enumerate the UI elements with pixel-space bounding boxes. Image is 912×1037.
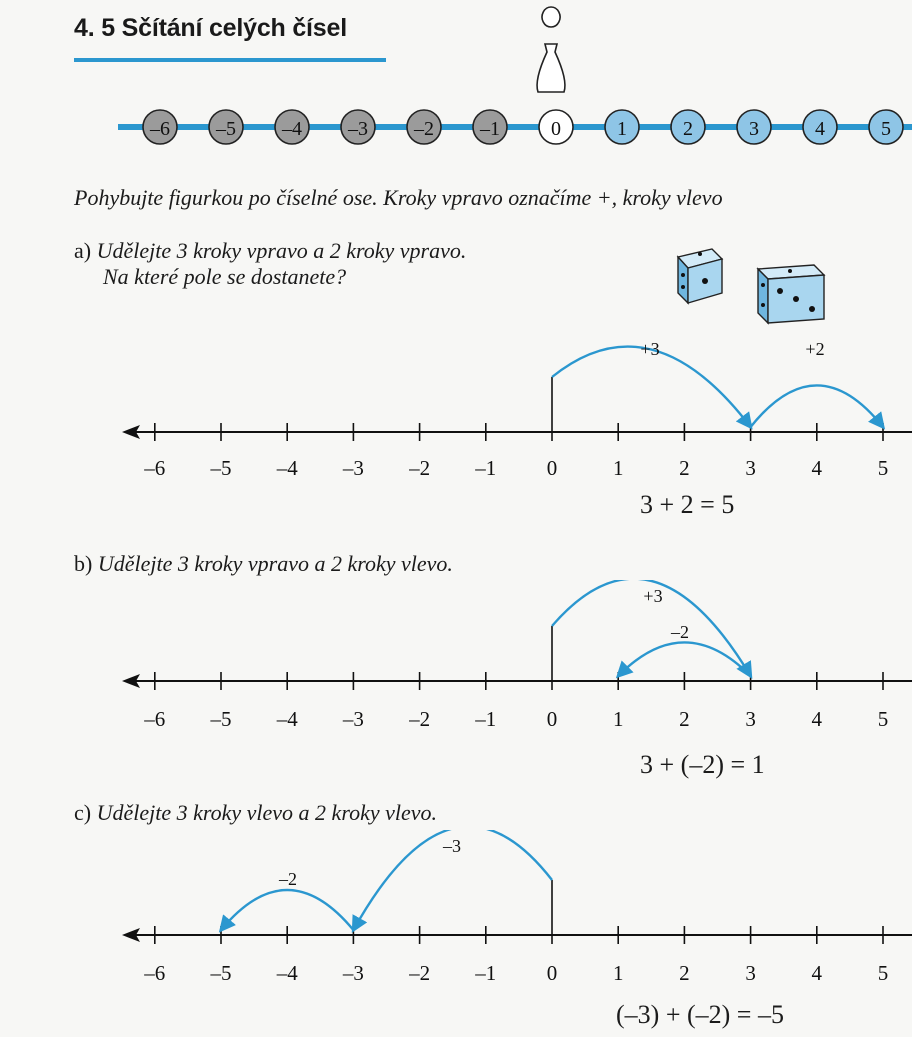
board-token-label: 0: [551, 118, 561, 140]
equation-b: 3 + (–2) = 1: [640, 750, 765, 779]
board-token-label: –3: [347, 118, 368, 140]
die-2: [756, 264, 826, 325]
task-a-line1: Udělejte 3 kroky vpravo a 2 kroky vpravo…: [96, 238, 467, 263]
board-token-label: 5: [881, 118, 891, 140]
board-token-label: –5: [215, 118, 236, 140]
jump-arrow: [551, 345, 753, 430]
axis-tick-label: 5: [878, 456, 889, 480]
axis-tick-label: 1: [613, 961, 624, 985]
pawn-icon: [536, 6, 566, 93]
task-c-text: c) Udělejte 3 kroky vlevo a 2 kroky vlev…: [74, 800, 437, 826]
axis-tick-label: 0: [547, 961, 558, 985]
board-token: –3: [340, 109, 376, 145]
board-token-label: 3: [749, 118, 759, 140]
axis-tick-label: –4: [276, 961, 299, 985]
axis-tick-label: –6: [143, 456, 165, 480]
jump-label: –2: [670, 622, 689, 642]
axis-tick-label: 3: [745, 707, 756, 731]
jump-arrow: [218, 888, 355, 933]
board-token: 1: [604, 109, 640, 145]
axis-tick-label: –1: [474, 707, 496, 731]
board-token: 2: [670, 109, 706, 145]
jump-arrow: [615, 641, 752, 679]
axis-tick-label: 2: [679, 707, 690, 731]
board-token-label: 1: [617, 118, 627, 140]
section-title: 4. 5 Sčítání celých čísel: [74, 14, 347, 42]
task-c-label: c): [74, 800, 92, 825]
intro-text: Pohybujte figurkou po číselné ose. Kroky…: [74, 185, 723, 210]
jump-arrow: [351, 830, 553, 933]
board-token-label: –6: [149, 118, 170, 140]
axis-tick-label: 2: [679, 456, 690, 480]
number-line-c: –6 –5 –4 –3 –2 –1 0 1 2 3 4 5 –3 –2: [122, 830, 912, 985]
board-token-label: –4: [281, 118, 302, 140]
dice-icon: [676, 248, 826, 325]
jump-label: +3: [640, 339, 659, 359]
axis-tick-label: 3: [745, 961, 756, 985]
board-token: 5: [868, 109, 904, 145]
equation-c: (–3) + (–2) = –5: [616, 1000, 784, 1029]
task-a-label: a): [74, 238, 92, 263]
axis-left-arrow: [122, 425, 140, 439]
task-a-line2: Na které pole se dostanete?: [103, 264, 347, 289]
axis-tick-label: 2: [679, 961, 690, 985]
axis-tick-label: 4: [812, 456, 823, 480]
axis-tick-label: 5: [878, 961, 889, 985]
axis-left-arrow: [122, 928, 140, 942]
board-token: –1: [472, 109, 508, 145]
task-b-line1: Udělejte 3 kroky vpravo a 2 kroky vlevo.: [97, 551, 453, 576]
axis-left-arrow: [122, 674, 140, 688]
equation-a: 3 + 2 = 5: [640, 490, 735, 519]
axis-tick-label: 3: [745, 456, 756, 480]
board-token: –2: [406, 109, 442, 145]
axis-tick-label: –5: [210, 961, 232, 985]
task-b-label: b): [74, 551, 93, 576]
axis-tick-label: 5: [878, 707, 889, 731]
board-token-label: 4: [815, 118, 825, 140]
axis-tick-label: –6: [143, 707, 165, 731]
board-token: 0: [538, 109, 574, 145]
axis-tick-label: –4: [276, 456, 299, 480]
board-token: –6: [142, 109, 178, 145]
jump-label: –2: [278, 869, 297, 889]
axis-tick-label: –2: [408, 707, 430, 731]
axis-tick-label: –4: [276, 707, 299, 731]
board-token-label: 2: [683, 118, 693, 140]
task-a-text: a) Udělejte 3 kroky vpravo a 2 kroky vpr…: [74, 238, 466, 264]
task-c-line1: Udělejte 3 kroky vlevo a 2 kroky vlevo.: [96, 800, 438, 825]
board-token-label: –2: [413, 118, 434, 140]
axis-tick-label: –3: [342, 707, 364, 731]
axis-tick-label: 1: [613, 456, 624, 480]
axis-tick-label: –2: [408, 961, 430, 985]
jump-label: +3: [643, 586, 662, 606]
jump-label: –3: [442, 836, 461, 856]
board-token: 3: [736, 109, 772, 145]
jump-arrow: [749, 384, 886, 430]
jump-label: +2: [805, 339, 824, 359]
board-token: –5: [208, 109, 244, 145]
axis-tick-label: 1: [613, 707, 624, 731]
axis-tick-label: –5: [210, 707, 232, 731]
title-underline: [74, 58, 386, 62]
die-1: [676, 248, 724, 305]
axis-tick-label: 0: [547, 707, 558, 731]
axis-tick-label: –1: [474, 961, 496, 985]
axis-tick-label: –3: [342, 961, 364, 985]
task-b-text: b) Udělejte 3 kroky vpravo a 2 kroky vle…: [74, 551, 453, 577]
axis-tick-label: –2: [408, 456, 430, 480]
jump-arrow: [551, 580, 753, 679]
axis-tick-label: –5: [210, 456, 232, 480]
game-board-track: –6 –5 –4 –3 –2 –1 0 1 2 3 4 5: [118, 6, 912, 145]
board-token: 4: [802, 109, 838, 145]
axis-tick-label: –6: [143, 961, 165, 985]
axis-tick-label: 4: [812, 707, 823, 731]
axis-tick-label: –1: [474, 456, 496, 480]
number-line-b: –6 –5 –4 –3 –2 –1 0 1 2 3 4 5 +3 –2: [122, 580, 912, 731]
axis-tick-label: 0: [547, 456, 558, 480]
axis-tick-label: –3: [342, 456, 364, 480]
number-line-a: –6 –5 –4 –3 –2 –1 0 1 2 3 4 5 +3 +2: [122, 339, 912, 480]
board-token-label: –1: [479, 118, 500, 140]
axis-tick-label: 4: [812, 961, 823, 985]
board-token: –4: [274, 109, 310, 145]
